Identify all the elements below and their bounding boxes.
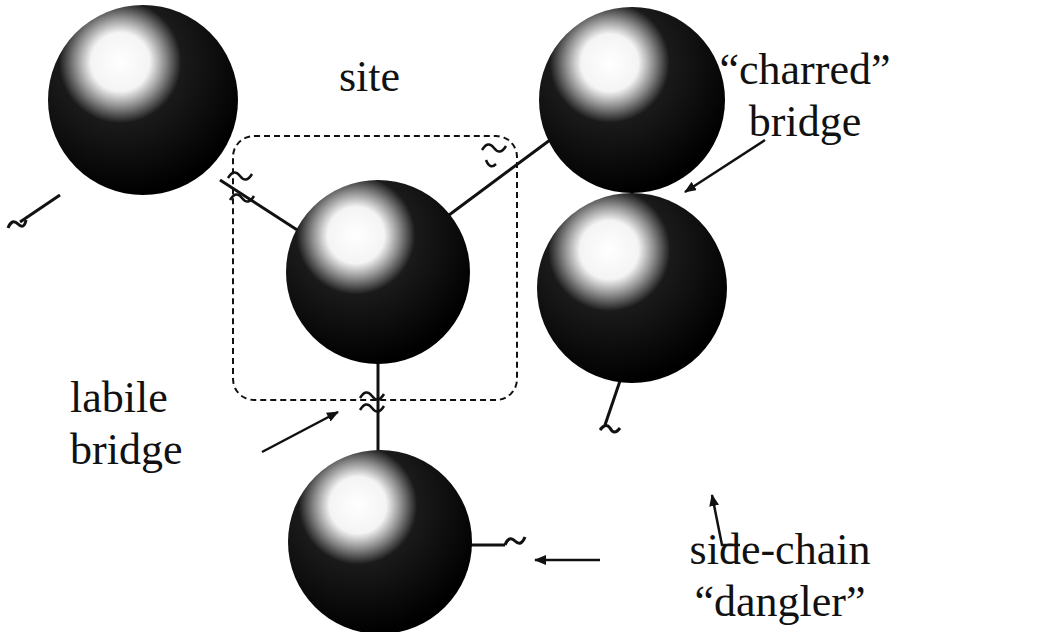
callout-label: labile bridge <box>70 372 260 476</box>
particle <box>537 193 727 383</box>
particle <box>286 180 470 364</box>
leader-arrows <box>262 140 765 560</box>
particle <box>48 5 238 195</box>
site-box: site <box>232 135 518 401</box>
particle <box>288 450 472 632</box>
callout-label: “charred” bridge <box>690 44 920 148</box>
site-label: site <box>339 51 400 103</box>
callout-label: side-chain “dangler” <box>650 524 910 628</box>
particle <box>539 7 725 193</box>
bond-break-marks <box>228 144 506 411</box>
